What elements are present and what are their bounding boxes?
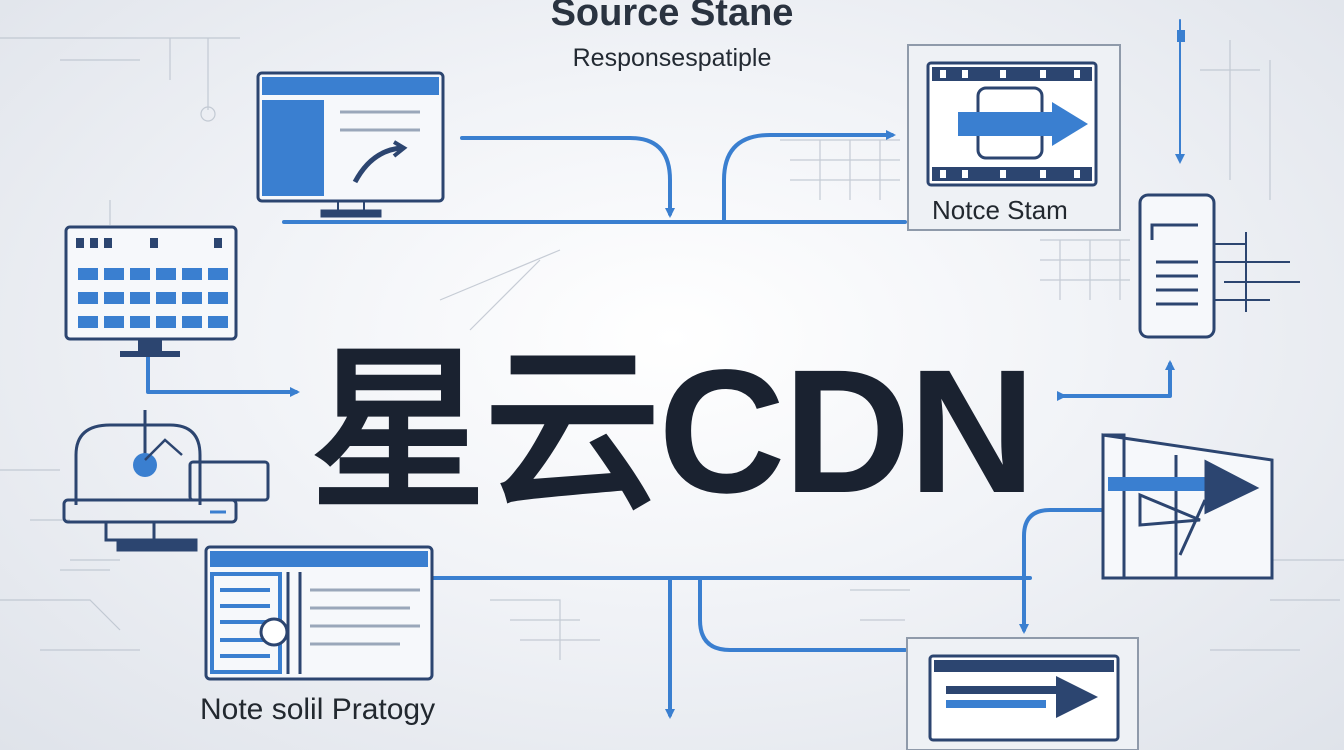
workstation-node-left (62, 410, 270, 552)
arrow-right-bidirectional (1057, 360, 1175, 401)
device-node-right (1138, 193, 1300, 339)
arrow-right-down (1019, 508, 1107, 634)
arrow-top-down (460, 136, 675, 218)
diagram-subtitle: Responsespatiple (572, 44, 772, 72)
panel-node-right (1101, 433, 1274, 580)
top-right-marker (1177, 30, 1185, 42)
window-node-bottom-left (204, 545, 434, 681)
arrow-left-in (146, 353, 300, 397)
panel-node-bottom-right (906, 637, 1139, 750)
bus-lines (282, 220, 1032, 580)
monitor-node-left (64, 225, 238, 357)
panel-node-top-right (907, 44, 1121, 231)
arrow-bottom-loop (698, 576, 907, 652)
bottom-left-node-label: Note solil Pratogy (200, 693, 436, 726)
diagram-title: Source Stane (550, 0, 794, 34)
center-product-title: 星云CDN (310, 334, 1035, 530)
top-right-node-label: Notce Stam (932, 195, 1068, 225)
arrow-top-right (722, 130, 896, 222)
monitor-node-top-left (256, 71, 445, 218)
